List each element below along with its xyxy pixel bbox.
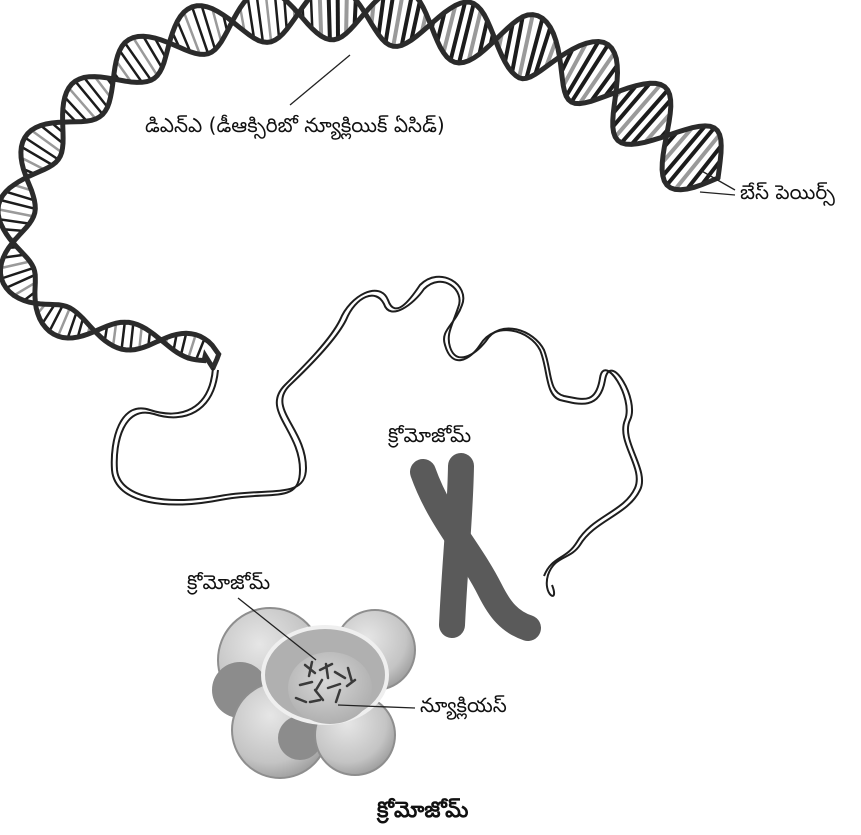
nucleus-label: న్యూక్లియస్: [420, 693, 507, 722]
base-pair-rung: [188, 335, 195, 358]
figure-caption: క్రోమోజోమ్: [377, 798, 468, 828]
cell-cluster: [212, 608, 415, 778]
base-pair-rung: [0, 200, 35, 209]
cell-chromosome-label: క్రోమోజోమ్: [187, 570, 270, 599]
base-pair-rung: [120, 51, 142, 83]
base-pair-rung: [21, 147, 52, 165]
chromosome-x: [423, 466, 528, 628]
base-pair-rung: [328, 0, 330, 40]
base-pair-rung: [265, 0, 271, 42]
base-pair-rung: [1, 262, 30, 269]
dna-strand-b: [1, 0, 719, 368]
base-pair-rung: [275, 0, 279, 37]
chromatin-fiber: [112, 277, 642, 596]
base-pairs-label: బేస్ పెయిర్స్: [740, 180, 835, 209]
base-pair-rung: [68, 312, 77, 338]
base-pair-rung: [181, 333, 186, 355]
base-pair-rung: [256, 0, 263, 42]
base-pair-rung: [84, 78, 108, 108]
base-pair-rung: [192, 7, 208, 54]
base-pair-rung: [65, 97, 87, 121]
base-pair-rung: [320, 0, 322, 36]
chromosome-label: క్రోమోజోమ్: [388, 423, 471, 452]
base-pair-rung: [346, 0, 347, 33]
base-pair-rung: [122, 322, 125, 349]
base-pair-rung: [139, 327, 141, 349]
base-pair-rung: [113, 323, 116, 346]
base-pair-rung: [69, 88, 96, 119]
base-pair-rung: [386, 0, 395, 43]
dna-helix: [0, 0, 721, 368]
base-pair-rung: [0, 219, 29, 223]
dna-strand-a: [0, 0, 721, 368]
base-pair-rung: [130, 323, 133, 350]
base-pair-rung: [0, 209, 34, 216]
base-pair-rung: [284, 0, 286, 29]
dna-label: డిఎన్ఎ (డీఆక్సిరిబో న్యూక్లియిక్ ఏసిడ్): [145, 113, 445, 142]
base-pair-rung: [31, 130, 61, 152]
base-pair-rung: [379, 0, 384, 35]
base-pair-rung: [25, 138, 59, 160]
